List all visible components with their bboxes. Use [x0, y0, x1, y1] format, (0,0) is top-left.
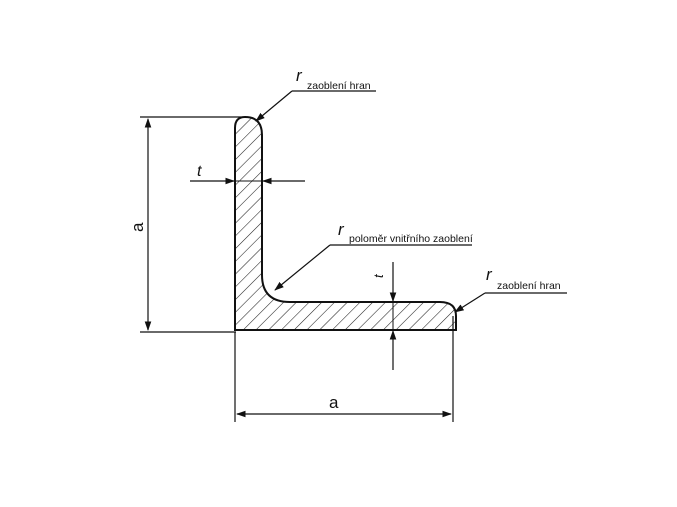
label-t-horizontal: t: [371, 273, 386, 278]
leader-right-edge-radius: [454, 292, 486, 313]
leader-top-edge-radius: [255, 90, 293, 122]
label-r-inner-symbol: r: [338, 220, 345, 239]
label-r-right-symbol: r: [486, 265, 493, 284]
leader-inner-radius: [274, 244, 331, 291]
label-r-right-text: zaoblení hran: [497, 280, 561, 292]
label-t-vertical: t: [197, 163, 202, 180]
label-a-vertical: a: [128, 222, 147, 232]
label-a-horizontal: a: [329, 393, 339, 412]
label-r-top-text: zaoblení hran: [307, 80, 371, 92]
l-profile-section: [234, 115, 457, 331]
label-r-inner-text: poloměr vnitřního zaoblení: [349, 233, 473, 245]
label-r-top-symbol: r: [296, 66, 303, 85]
